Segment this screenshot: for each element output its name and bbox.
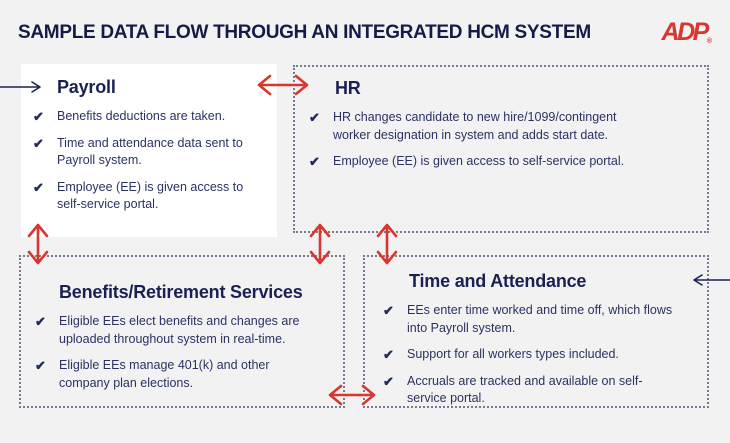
item-text: EEs enter time worked and time off, whic… [407,303,673,335]
list-item: ✔ Benefits deductions are taken. [33,108,267,126]
check-icon: ✔ [383,347,394,362]
check-icon: ✔ [33,109,44,124]
hr-time-double-arrow-icon [374,220,400,268]
item-text: Eligible EEs manage 401(k) and other com… [59,358,270,390]
benefits-time-double-arrow-icon [324,382,380,408]
benefits-retirement-box: Benefits/Retirement Services ✔ Eligible … [19,255,345,408]
check-icon: ✔ [383,373,394,389]
check-icon: ✔ [33,179,44,195]
list-item: ✔ Eligible EEs elect benefits and change… [35,313,333,348]
hr-item-list: ✔ HR changes candidate to new hire/1099/… [309,109,695,171]
payroll-box: Payroll ✔ Benefits deductions are taken.… [21,64,277,237]
adp-logo: ADP® [661,18,712,46]
item-text: Employee (EE) is given access to self-se… [333,154,625,168]
time-attendance-box-title: Time and Attendance [409,271,587,291]
item-text: HR changes candidate to new hire/1099/co… [333,110,617,142]
inbound-arrow-to-payroll-icon [0,80,42,94]
registered-trademark-icon: ® [706,38,712,45]
check-icon: ✔ [383,303,394,318]
page-title: SAMPLE DATA FLOW THROUGH AN INTEGRATED H… [18,22,591,43]
payroll-hr-double-arrow-icon [253,72,313,98]
item-text: Time and attendance data sent to Payroll… [57,135,243,168]
benefits-box-title: Benefits/Retirement Services [59,282,303,302]
hr-benefits-double-arrow-icon [307,220,333,268]
list-item: ✔ EEs enter time worked and time off, wh… [383,302,697,337]
inbound-arrow-to-time-icon [692,273,730,287]
adp-logo-text: ADP [661,18,710,46]
check-icon: ✔ [309,110,320,125]
list-item: ✔ HR changes candidate to new hire/1099/… [309,109,695,144]
list-item: ✔ Eligible EEs manage 401(k) and other c… [35,357,333,392]
time-attendance-box: Time and Attendance ✔ EEs enter time wor… [363,255,709,408]
time-attendance-item-list: ✔ EEs enter time worked and time off, wh… [383,302,697,408]
list-item: ✔ Employee (EE) is given access to self-… [309,153,695,171]
item-text: Accruals are tracked and available on se… [407,373,643,406]
check-icon: ✔ [35,358,46,373]
payroll-box-title: Payroll [57,77,116,97]
list-item: ✔ Time and attendance data sent to Payro… [33,135,267,170]
benefits-item-list: ✔ Eligible EEs elect benefits and change… [35,313,333,392]
payroll-item-list: ✔ Benefits deductions are taken. ✔ Time … [33,108,267,214]
list-item: ✔ Support for all workers types included… [383,346,697,364]
hr-box: HR ✔ HR changes candidate to new hire/10… [293,65,709,233]
item-text: Support for all workers types included. [407,347,619,361]
check-icon: ✔ [309,154,320,169]
payroll-benefits-double-arrow-icon [25,220,51,268]
check-icon: ✔ [33,135,44,151]
item-text: Benefits deductions are taken. [57,109,226,123]
list-item: ✔ Accruals are tracked and available on … [383,373,697,408]
check-icon: ✔ [35,314,46,329]
hr-box-title: HR [335,78,361,98]
list-item: ✔ Employee (EE) is given access to self-… [33,179,267,214]
item-text: Employee (EE) is given access to self-se… [57,179,244,212]
item-text: Eligible EEs elect benefits and changes … [59,314,300,346]
